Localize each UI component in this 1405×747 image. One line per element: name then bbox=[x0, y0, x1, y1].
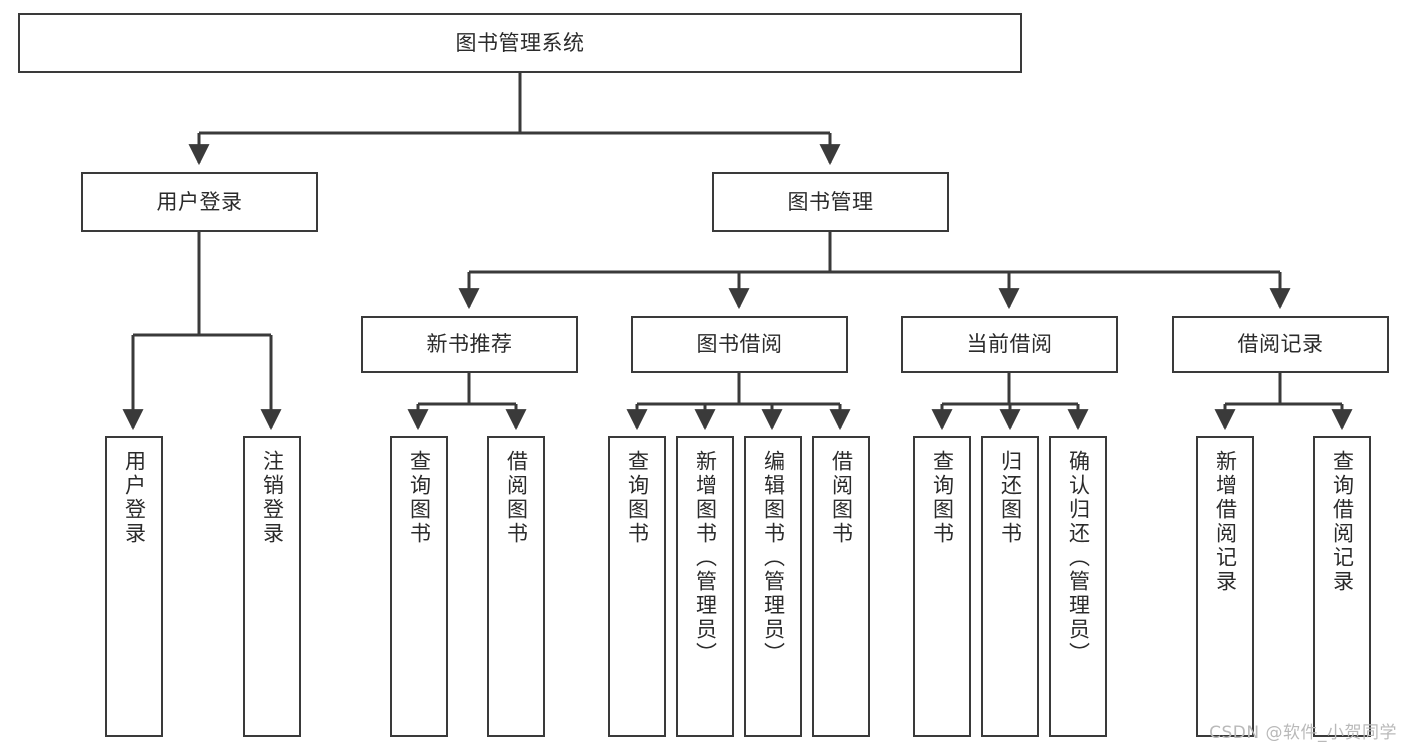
leaf-new-book-borrow-book[interactable]: 借阅图书 bbox=[487, 436, 545, 737]
node-label: 用户登录 bbox=[156, 189, 243, 214]
node-label: 借阅图书 bbox=[504, 450, 529, 546]
csdn-watermark: CSDN @软件_小贺同学 bbox=[1209, 723, 1397, 743]
node-label: 注销登录 bbox=[260, 450, 285, 546]
leaf-book-borrow-query-book[interactable]: 查询图书 bbox=[608, 436, 666, 737]
leaf-current-borrow-confirm-return-admin[interactable]: 确认归还（管理员） bbox=[1049, 436, 1107, 737]
node-label: 新增图书（管理员） bbox=[693, 450, 718, 666]
node-label: 编辑图书（管理员） bbox=[761, 450, 786, 666]
node-label: 图书管理系统 bbox=[455, 30, 585, 55]
node-label: 确认归还（管理员） bbox=[1066, 450, 1091, 666]
node-book-management[interactable]: 图书管理 bbox=[712, 172, 949, 232]
node-book-borrow[interactable]: 图书借阅 bbox=[631, 316, 848, 373]
node-label: 查询借阅记录 bbox=[1330, 450, 1355, 594]
leaf-book-borrow-add-book-admin[interactable]: 新增图书（管理员） bbox=[676, 436, 734, 737]
node-user-login[interactable]: 用户登录 bbox=[81, 172, 318, 232]
leaf-current-borrow-return-book[interactable]: 归还图书 bbox=[981, 436, 1039, 737]
node-label: 查询图书 bbox=[930, 450, 955, 546]
node-label: 新书推荐 bbox=[426, 332, 513, 357]
leaf-book-borrow-edit-book-admin[interactable]: 编辑图书（管理员） bbox=[744, 436, 802, 737]
leaf-user-login-logout[interactable]: 注销登录 bbox=[243, 436, 301, 737]
node-label: 借阅图书 bbox=[829, 450, 854, 546]
node-label: 借阅记录 bbox=[1237, 332, 1324, 357]
node-label: 图书借阅 bbox=[696, 332, 783, 357]
node-label: 查询图书 bbox=[625, 450, 650, 546]
leaf-borrow-record-query-record[interactable]: 查询借阅记录 bbox=[1313, 436, 1371, 737]
leaf-new-book-query-book[interactable]: 查询图书 bbox=[390, 436, 448, 737]
node-label: 新增借阅记录 bbox=[1213, 450, 1238, 594]
leaf-current-borrow-query-book[interactable]: 查询图书 bbox=[913, 436, 971, 737]
node-label: 当前借阅 bbox=[966, 332, 1053, 357]
leaf-borrow-record-add-record[interactable]: 新增借阅记录 bbox=[1196, 436, 1254, 737]
node-label: 查询图书 bbox=[407, 450, 432, 546]
node-borrow-record[interactable]: 借阅记录 bbox=[1172, 316, 1389, 373]
leaf-book-borrow-borrow-book[interactable]: 借阅图书 bbox=[812, 436, 870, 737]
node-current-borrow[interactable]: 当前借阅 bbox=[901, 316, 1118, 373]
node-root-book-management-system[interactable]: 图书管理系统 bbox=[18, 13, 1022, 73]
leaf-user-login-login[interactable]: 用户登录 bbox=[105, 436, 163, 737]
node-label: 图书管理 bbox=[787, 189, 874, 214]
node-label: 用户登录 bbox=[122, 450, 147, 546]
node-label: 归还图书 bbox=[998, 450, 1023, 546]
node-new-book-recommend[interactable]: 新书推荐 bbox=[361, 316, 578, 373]
